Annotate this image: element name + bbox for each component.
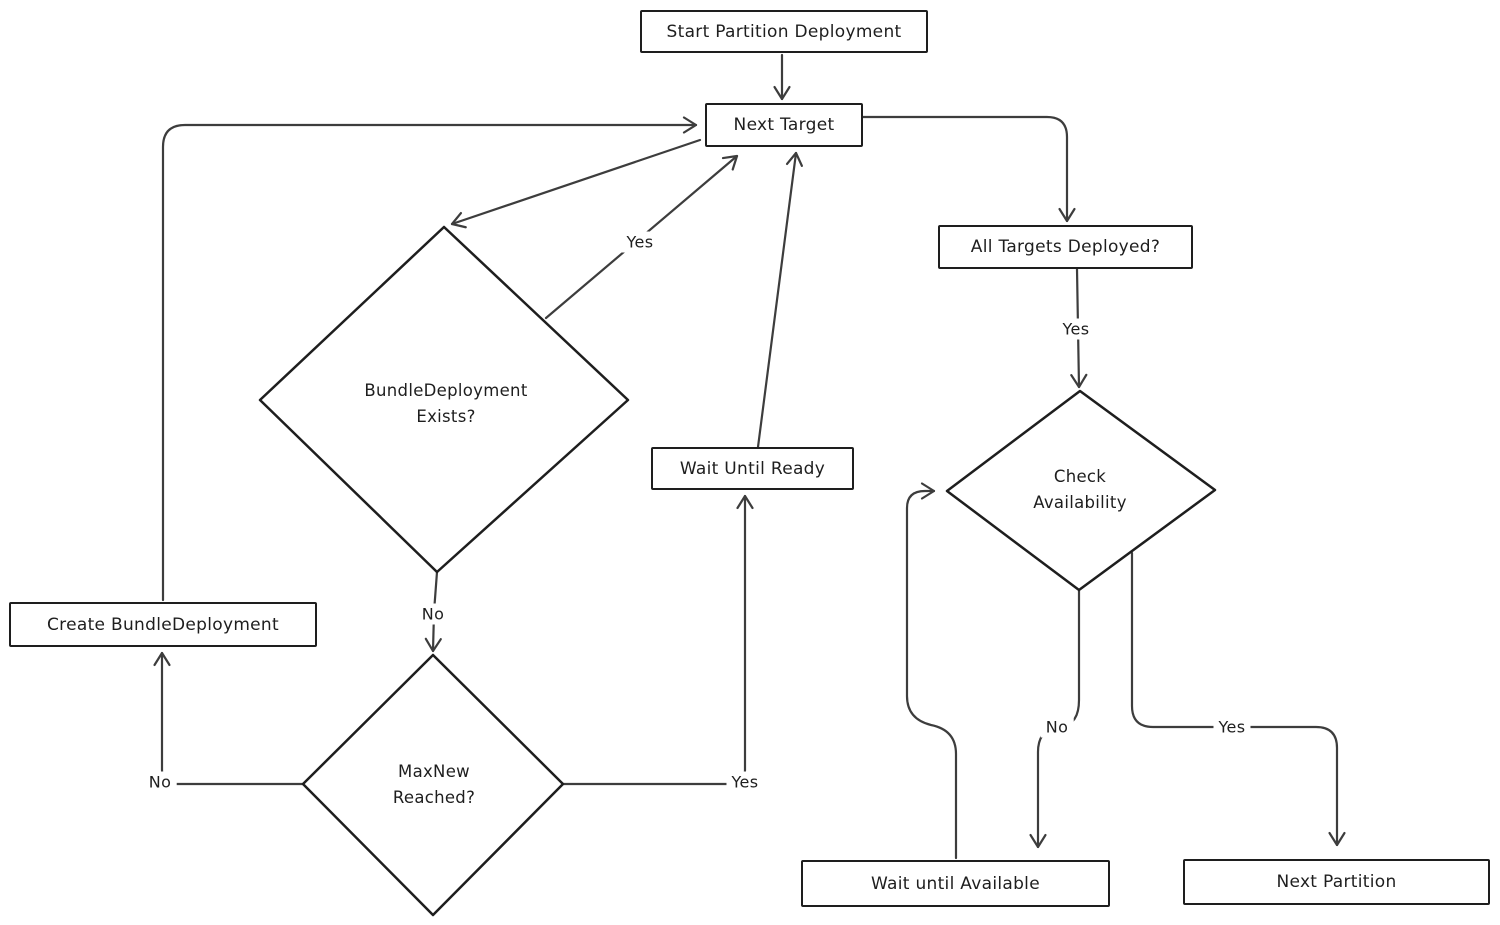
edge-label-maxnew-yes: Yes [726,771,764,793]
edge-label-check-avail-yes: Yes [1213,716,1251,738]
node-all-targets-deployed: All Targets Deployed? [938,225,1193,269]
check-availability-label-line1: Check [1053,467,1107,486]
edge-wait-avail-loop-to-check-avail [905,482,958,860]
maxnew-diamond-label: MaxNew Reached? [393,759,475,811]
node-wait-until-available: Wait until Available [801,860,1110,907]
check-availability-label-line2: Availability [1033,493,1127,512]
edge-next-target-to-bundle-exists [450,138,702,229]
edge-label-check-avail-no: No [1040,716,1074,738]
bundle-exists-diamond-label: BundleDeployment Exists? [364,378,527,430]
edge-next-target-to-all-targets [861,115,1076,223]
maxnew-label-line1: MaxNew [398,762,470,781]
bundle-exists-label-line1: BundleDeployment [364,381,528,400]
edge-label-bundle-exists-yes: Yes [621,231,659,253]
edge-label-maxnew-no: No [143,771,177,793]
edge-create-bundle-loop-to-next-target [161,116,698,602]
check-availability-diamond-label: Check Availability [1033,464,1127,516]
node-wait-until-ready: Wait Until Ready [651,447,854,490]
maxnew-diamond [301,653,565,917]
edge-maxnew-no-to-create-bundle [153,651,305,786]
edge-wait-ready-to-next-target [756,151,803,449]
edge-label-bundle-exists-no: No [416,603,450,625]
edge-maxnew-yes-to-wait-ready [561,494,754,786]
node-create-bundledeployment: Create BundleDeployment [9,602,317,647]
node-next-target: Next Target [705,103,863,147]
edge-check-avail-yes-to-next-partition [1130,551,1346,847]
bundle-exists-diamond [258,225,630,574]
check-availability-diamond [945,389,1217,592]
bundle-exists-label-line2: Exists? [416,407,476,426]
maxnew-label-line2: Reached? [392,788,476,807]
node-start-partition-deployment: Start Partition Deployment [640,10,928,53]
node-next-partition: Next Partition [1183,859,1490,905]
edge-label-all-targets-yes: Yes [1057,318,1095,340]
